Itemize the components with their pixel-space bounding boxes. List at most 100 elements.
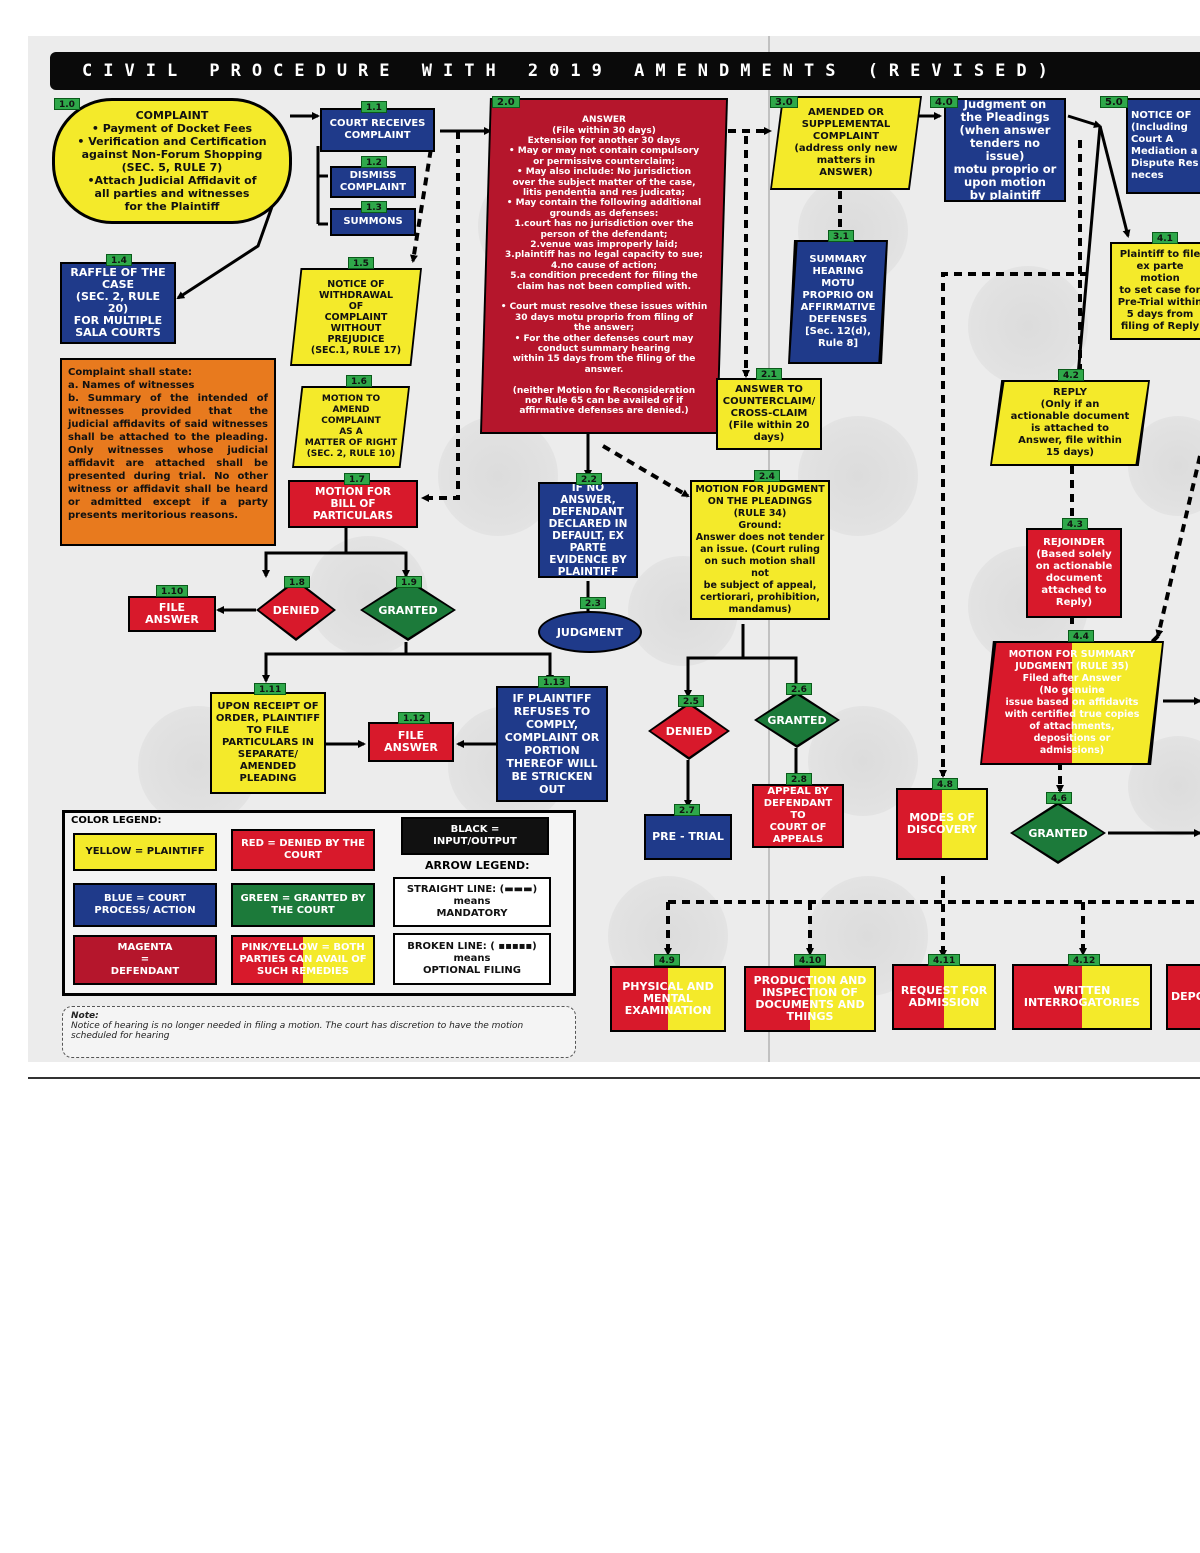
summary-judgment-node: MOTION FOR SUMMARY JUDGMENT (RULE 35) Fi… [982,643,1162,763]
granted-diamond-4-6: GRANTED [1010,802,1106,864]
node-number-badge: 1.10 [156,585,189,597]
plaintiff-refuses-to-comply-node: IF PLAINTIFF REFUSES TO COMPLY, COMPLAIN… [496,686,608,802]
notice-of-pretrial-node: NOTICE OF (Including Court A Mediation a… [1126,98,1200,194]
node-number-badge: 2.5 [678,695,704,707]
denied-diamond-1-8: DENIED [256,579,336,641]
node-number-badge: 2.1 [756,368,782,380]
node-number-badge: 1.1 [361,101,387,113]
file-answer-node: FILE ANSWER [128,596,216,632]
default-node: IF NO ANSWER, DEFENDANT DECLARED IN DEFA… [538,482,638,578]
motion-for-bill-of-particulars-node: MOTION FOR BILL OF PARTICULARS [288,480,418,528]
node-number-badge: 5.0 [1100,96,1128,108]
node-number-badge: 3.0 [770,96,798,108]
legend-arrow-title: ARROW LEGEND: [425,859,530,872]
node-number-badge: 1.4 [106,254,132,266]
amended-complaint-wrapper: AMENDED OR SUPPLEMENTAL COMPLAINT (addre… [770,96,922,190]
node-number-badge: 1.13 [538,676,571,688]
raffle-of-case-node: RAFFLE OF THE CASE (SEC. 2, RULE 20) FOR… [60,262,176,344]
motion-for-judgment-on-pleadings-node: MOTION FOR JUDGMENT ON THE PLEADINGS (RU… [690,480,830,620]
node-number-badge: 1.9 [396,576,422,588]
court-receives-complaint-node: COURT RECEIVES COMPLAINT [320,108,435,152]
node-number-badge: 1.12 [398,712,431,724]
node-number-badge: 4.6 [1046,792,1072,804]
written-interrogatories-node: WRITTEN INTERROGATORIES [1012,964,1152,1030]
complaint-node: COMPLAINT • Payment of Docket Fees • Ver… [52,98,292,224]
page-title: CIVIL PROCEDURE WITH 2019 AMENDMENTS (RE… [50,52,1200,90]
motion-to-amend-node: MOTION TO AMEND COMPLAINT AS A MATTER OF… [294,388,408,466]
watermark-circle [968,266,1088,386]
legend-straight-line: STRAIGHT LINE: (▬▬▬) means MANDATORY [393,877,551,927]
node-number-badge: 1.3 [361,201,387,213]
node-number-badge: 2.4 [754,470,780,482]
node-number-badge: 1.8 [284,576,310,588]
summary-judgment-wrapper: MOTION FOR SUMMARY JUDGMENT (RULE 35) Fi… [980,641,1164,765]
legend-pink-yellow: PINK/YELLOW = BOTH PARTIES CAN AVAIL OF … [231,935,375,985]
node-number-badge: 1.0 [54,98,80,110]
legend-title: COLOR LEGEND: [71,815,162,826]
legend-magenta: MAGENTA = DEFENDANT [73,935,217,985]
modes-of-discovery-node: MODES OF DISCOVERY [896,788,988,860]
production-inspection-node: PRODUCTION AND INSPECTION OF DOCUMENTS A… [744,966,876,1032]
node-number-badge: 4.4 [1068,630,1094,642]
node-number-badge: 4.1 [1152,232,1178,244]
denied-diamond-2-5: DENIED [648,702,730,760]
answer-wrapper: ANSWER (File within 30 days) Extension f… [480,98,728,434]
color-legend: COLOR LEGEND: YELLOW = PLAINTIFF RED = D… [62,810,576,996]
node-number-badge: 1.6 [346,375,372,387]
legend-black: BLACK = INPUT/OUTPUT [401,817,549,855]
footnote-label: Note: [71,1011,99,1021]
rejoinder-node: REJOINDER (Based solely on actionable do… [1026,528,1122,618]
node-number-badge: 2.0 [492,96,520,108]
notice-of-withdrawal-wrapper: NOTICE OF WITHDRAWAL OF COMPLAINT WITHOU… [290,268,422,366]
reply-node: REPLY (Only if an actionable document is… [992,382,1148,464]
notice-of-withdrawal-node: NOTICE OF WITHDRAWAL OF COMPLAINT WITHOU… [292,270,420,364]
legend-green: GREEN = GRANTED BY THE COURT [231,883,375,927]
legend-yellow: YELLOW = PLAINTIFF [73,833,217,871]
appeal-to-court-of-appeals-node: APPEAL BY DEFENDANT TO COURT OF APPEALS [752,784,844,848]
node-number-badge: 4.12 [1068,954,1101,966]
dismiss-complaint-node: DISMISS COMPLAINT [330,166,416,198]
legend-blue: BLUE = COURT PROCESS/ ACTION [73,883,217,927]
ex-parte-motion-node: Plaintiff to file ex parte motion to set… [1110,242,1200,340]
file-answer-node-1-12: FILE ANSWER [368,722,454,762]
node-number-badge: 2.7 [674,804,700,816]
node-number-badge: 4.8 [932,778,958,790]
node-number-badge: 2.8 [786,773,812,785]
footnote-text: Notice of hearing is no longer needed in… [71,1021,524,1041]
amended-complaint-node: AMENDED OR SUPPLEMENTAL COMPLAINT (addre… [772,98,920,188]
footnote: Note: Notice of hearing is no longer nee… [62,1006,576,1058]
depositions-node: DEPO [1166,964,1200,1030]
granted-diamond-1-9: GRANTED [360,579,456,641]
node-number-badge: 2.3 [580,597,606,609]
node-number-badge: 4.0 [930,96,958,108]
answer-node: ANSWER (File within 30 days) Extension f… [482,100,726,432]
node-number-badge: 2.6 [786,683,812,695]
summary-hearing-wrapper: SUMMARY HEARING MOTU PROPRIO ON AFFIRMAT… [788,240,888,364]
node-number-badge: 4.9 [654,954,680,966]
judgment-on-pleadings-node: Judgment on the Pleadings (when answer t… [944,98,1066,202]
answer-to-counterclaim-node: ANSWER TO COUNTERCLAIM/ CROSS-CLAIM (Fil… [716,378,822,450]
summary-hearing-node: SUMMARY HEARING MOTU PROPRIO ON AFFIRMAT… [790,242,886,362]
page-bottom-rule [28,1077,1200,1079]
node-number-badge: 3.1 [828,230,854,242]
upon-receipt-of-order-node: UPON RECEIPT OF ORDER, PLAINTIFF TO FILE… [210,692,326,794]
connector-lines [176,112,1200,958]
pre-trial-node: PRE - TRIAL [644,814,732,860]
node-number-badge: 4.10 [794,954,827,966]
flowchart-sheet: CIVIL PROCEDURE WITH 2019 AMENDMENTS (RE… [28,36,1200,1062]
physical-mental-examination-node: PHYSICAL AND MENTAL EXAMINATION [610,966,726,1032]
node-number-badge: 4.3 [1062,518,1088,530]
legend-red: RED = DENIED BY THE COURT [231,829,375,871]
legend-broken-line: BROKEN LINE: ( ▪▪▪▪▪) means OPTIONAL FIL… [393,933,551,985]
granted-diamond-2-6: GRANTED [754,692,840,748]
node-number-badge: 1.11 [254,683,287,695]
node-number-badge: 1.5 [348,257,374,269]
node-number-badge: 1.2 [361,156,387,168]
judgment-node: JUDGMENT [538,611,642,653]
motion-to-amend-wrapper: MOTION TO AMEND COMPLAINT AS A MATTER OF… [292,386,410,468]
node-number-badge: 2.2 [576,473,602,485]
complaint-shall-state-note: Complaint shall state: a. Names of witne… [60,358,276,546]
node-number-badge: 4.11 [928,954,961,966]
node-number-badge: 4.2 [1058,369,1084,381]
node-number-badge: 1.7 [344,473,370,485]
